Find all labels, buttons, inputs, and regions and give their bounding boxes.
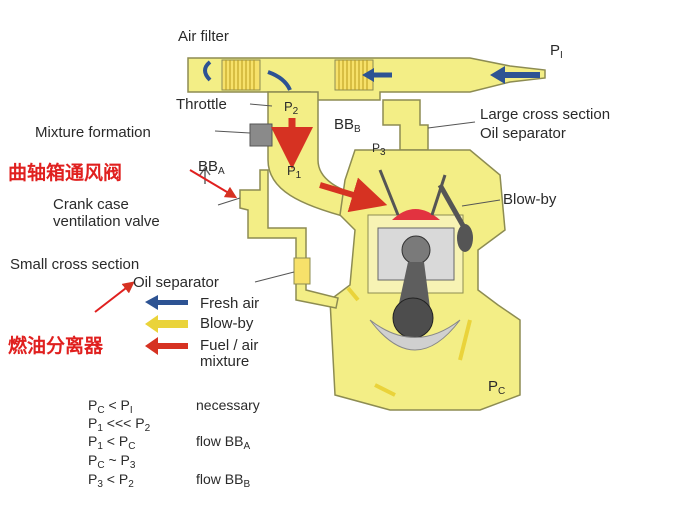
large-oil-separator-label: Oil separator bbox=[480, 125, 566, 142]
p1-label: P1 bbox=[287, 163, 302, 181]
mixture-formation-label: Mixture formation bbox=[35, 124, 151, 141]
fuel-air-arrow-icon bbox=[145, 337, 188, 355]
condition-result: necessary bbox=[196, 397, 260, 413]
large-oil-separator bbox=[382, 99, 429, 151]
oil-separator-annotation: 燃油分离器 bbox=[8, 335, 104, 357]
leader-mixture bbox=[214, 130, 251, 134]
crankshaft bbox=[392, 297, 434, 339]
piston-pin bbox=[401, 235, 431, 265]
fresh-air-inlet-head bbox=[490, 66, 505, 84]
ventilation-pipe bbox=[239, 169, 339, 309]
legend-blow-by-label: Blow-by bbox=[200, 315, 254, 332]
air-filter-label: Air filter bbox=[178, 28, 229, 45]
exhaust-valve bbox=[430, 174, 447, 216]
large-cross-section-label: Large cross section bbox=[480, 106, 611, 123]
intake-valve bbox=[378, 169, 400, 216]
leader-small-sep bbox=[254, 271, 295, 283]
condition-result: flow BBA bbox=[196, 433, 251, 452]
small-oil-separator-label: Oil separator bbox=[133, 274, 219, 291]
small-cross-section-label: Small cross section bbox=[10, 256, 140, 273]
bba-up-arrow bbox=[199, 166, 211, 184]
ventilation-valve-label: ventilation valve bbox=[53, 213, 160, 230]
fresh-air-left-arrow bbox=[203, 60, 212, 82]
mixture-formation-block bbox=[249, 123, 273, 147]
condition-result: flow BBB bbox=[196, 471, 251, 490]
leader-large-sep bbox=[427, 121, 476, 129]
camshaft bbox=[457, 224, 473, 252]
condition-row: PC < PI bbox=[88, 397, 133, 416]
fresh-air-mid-arrow bbox=[267, 70, 292, 91]
fuel-air-flow-manifold bbox=[319, 177, 388, 213]
bbb-label: BBB bbox=[334, 116, 361, 135]
blow-by-arrow-icon bbox=[145, 315, 188, 333]
annotation-arrow-separator bbox=[94, 281, 135, 313]
crank-counterweight bbox=[369, 319, 461, 351]
blow-by-arrow-3 bbox=[458, 319, 472, 361]
condition-row: P1 <<< P2 bbox=[88, 415, 151, 434]
fresh-air-arrow-icon bbox=[145, 295, 188, 310]
bba-label: BBA bbox=[198, 158, 225, 177]
leader-valve bbox=[217, 197, 241, 206]
legend-fuel-air-label-2: mixture bbox=[200, 353, 250, 370]
p2-label: P2 bbox=[284, 99, 299, 117]
air-filter-element-left bbox=[221, 59, 261, 91]
condition-row: P3 < P2 bbox=[88, 471, 134, 490]
blow-by-engine-label: Blow-by bbox=[503, 191, 557, 208]
small-oil-separator bbox=[293, 257, 311, 285]
fresh-air-filter-head bbox=[362, 68, 374, 82]
crank-case-label: Crank case bbox=[53, 196, 129, 213]
connecting-rod bbox=[398, 262, 430, 308]
annotation-arrow-valve bbox=[189, 169, 238, 199]
leader-blowby bbox=[461, 199, 501, 207]
blow-by-arrow-1 bbox=[346, 286, 360, 302]
pi-label: PI bbox=[550, 42, 563, 61]
crank-valve-annotation: 曲轴箱通风阀 bbox=[8, 162, 123, 184]
pc-label: PC bbox=[488, 378, 506, 397]
push-rod bbox=[437, 183, 473, 240]
condition-row: P1 < PC bbox=[88, 433, 136, 452]
legend-fresh-air-label: Fresh air bbox=[200, 295, 260, 312]
throttle-label: Throttle bbox=[176, 96, 227, 113]
p3-label: P3 bbox=[372, 141, 386, 158]
piston-crown bbox=[392, 209, 440, 220]
blow-by-arrow-2 bbox=[374, 383, 396, 397]
legend-fuel-air-label: Fuel / air bbox=[200, 337, 259, 354]
leader-throttle bbox=[249, 103, 273, 107]
condition-row: PC ~ P3 bbox=[88, 452, 136, 471]
